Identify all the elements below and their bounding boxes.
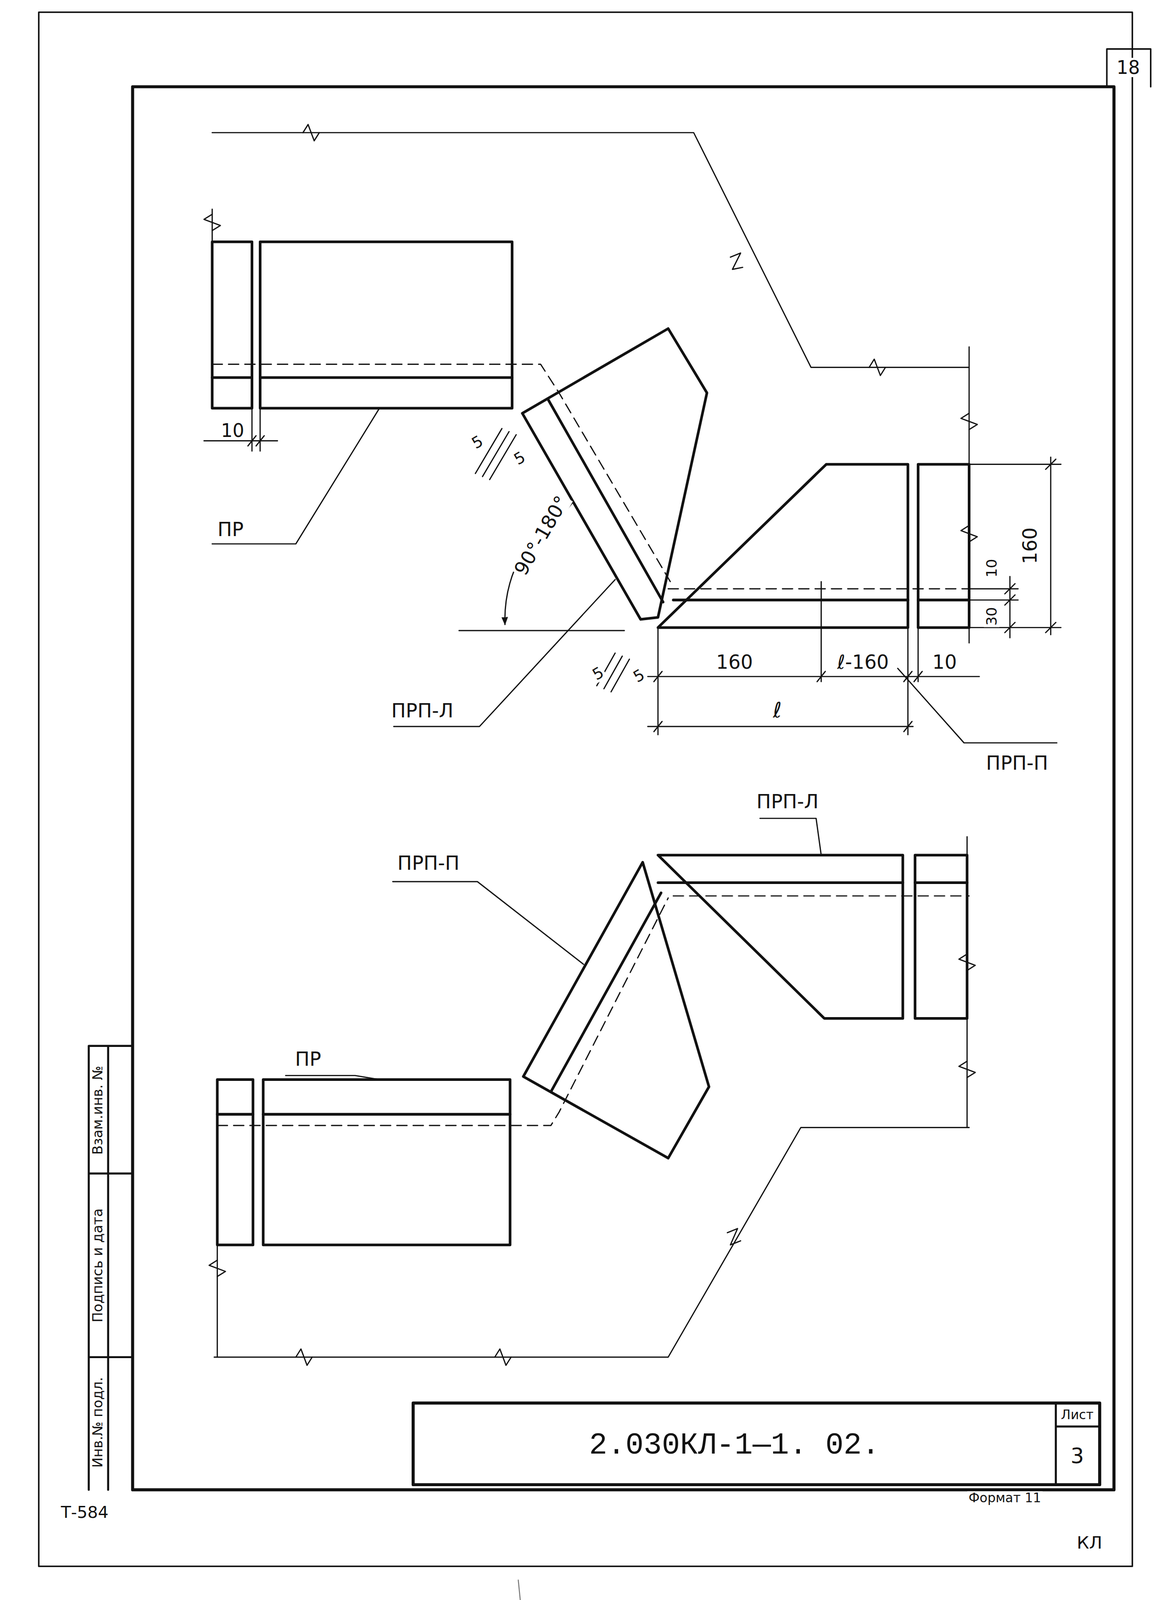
top-view-thin — [204, 124, 1061, 743]
outline-line — [216, 1079, 218, 1357]
dimension-text: ℓ-160 — [835, 652, 891, 673]
leader-line — [285, 1075, 380, 1080]
panel-prp-l — [522, 328, 707, 620]
side-stamp — [88, 1045, 133, 1490]
sheet-number: 3 — [1069, 1444, 1086, 1467]
hidden-line — [212, 364, 674, 587]
hidden-line — [668, 587, 970, 590]
dimension-line — [647, 581, 980, 735]
hidden-line — [673, 895, 970, 897]
dimension-text: 5 — [588, 663, 608, 684]
sheet-frame — [38, 12, 1151, 1567]
outer-border — [38, 12, 1133, 1567]
stamp-text: Инв.№ подл. — [90, 1375, 106, 1469]
panel-prp-l — [658, 854, 904, 1019]
part-label: ПР — [293, 1048, 323, 1070]
dimension-text: 160 — [714, 652, 755, 673]
panel-prp-p — [658, 464, 909, 628]
panel-pr — [260, 241, 513, 408]
dimension-line — [204, 407, 278, 451]
part-label: ПРП-Л — [390, 700, 455, 721]
panel-edge — [217, 1112, 511, 1116]
panel-prp-p — [523, 862, 709, 1159]
format-text: Формат 11 — [967, 1490, 1043, 1505]
dimension-text: 30 — [983, 605, 1000, 627]
part-label: ПР — [216, 519, 246, 540]
reference-line — [458, 630, 625, 632]
dimension-text: 5 — [629, 664, 649, 686]
hidden-line — [217, 897, 669, 1126]
sheet-number: 18 — [1115, 57, 1142, 78]
leader-line — [759, 818, 821, 855]
outline-line — [211, 209, 213, 409]
panel-pr — [263, 1079, 511, 1245]
leader-line — [392, 881, 584, 965]
outline-line — [212, 132, 970, 368]
panel-end — [914, 854, 967, 1019]
dimension-text: 5 — [467, 431, 487, 452]
stamp-text: Взам.инв. № — [90, 1064, 106, 1156]
form-code: Т-584 — [59, 1503, 111, 1521]
top-view-parts — [212, 241, 970, 628]
document-code: 2.030КЛ-1—1. 02. — [587, 1429, 882, 1462]
inner-border — [132, 86, 1115, 1490]
part-label: ПРП-П — [984, 753, 1050, 774]
leader-line — [897, 668, 1057, 743]
sheet-number-box — [1106, 49, 1151, 87]
outline-line — [968, 346, 971, 643]
break-mark — [204, 124, 978, 542]
panel-end — [918, 464, 970, 628]
outline-line — [214, 1127, 970, 1357]
bottom-view-thin — [209, 818, 976, 1366]
outline-line — [966, 836, 968, 1128]
title-block — [412, 1402, 1100, 1485]
dimension-text: 10 — [983, 557, 1000, 580]
handwritten-mark: КЛ — [1075, 1533, 1104, 1552]
bottom-view-parts — [217, 854, 968, 1245]
dimension-text: ℓ — [771, 698, 783, 721]
break-mark — [209, 954, 976, 1366]
panel-edge — [673, 598, 908, 602]
panel-end — [212, 241, 252, 408]
stamp-text: Лист — [1059, 1407, 1095, 1422]
dimension-text: 10 — [219, 420, 246, 441]
title-block-cells — [1055, 1402, 1100, 1485]
angle-text: 90°-180° — [510, 491, 573, 580]
panel-edge — [550, 892, 661, 1092]
dimension-text: 5 — [509, 447, 530, 469]
panel-edge — [914, 881, 967, 884]
part-label: ПРП-П — [396, 853, 461, 874]
dimension-text: 160 — [1020, 525, 1041, 566]
dimension-line — [969, 457, 1061, 635]
panel-edge — [918, 598, 970, 602]
dimension-line — [969, 576, 1019, 638]
panel-edge — [212, 376, 513, 380]
leader-line — [212, 407, 380, 544]
panel-edge — [658, 881, 904, 884]
dimension-tick — [653, 671, 923, 732]
dimension-text: 10 — [931, 652, 959, 673]
scan-mark — [518, 1579, 520, 1600]
panel-end — [217, 1079, 254, 1245]
stamp-text: Подпись и дата — [90, 1206, 106, 1324]
part-label: ПРП-Л — [755, 791, 821, 812]
